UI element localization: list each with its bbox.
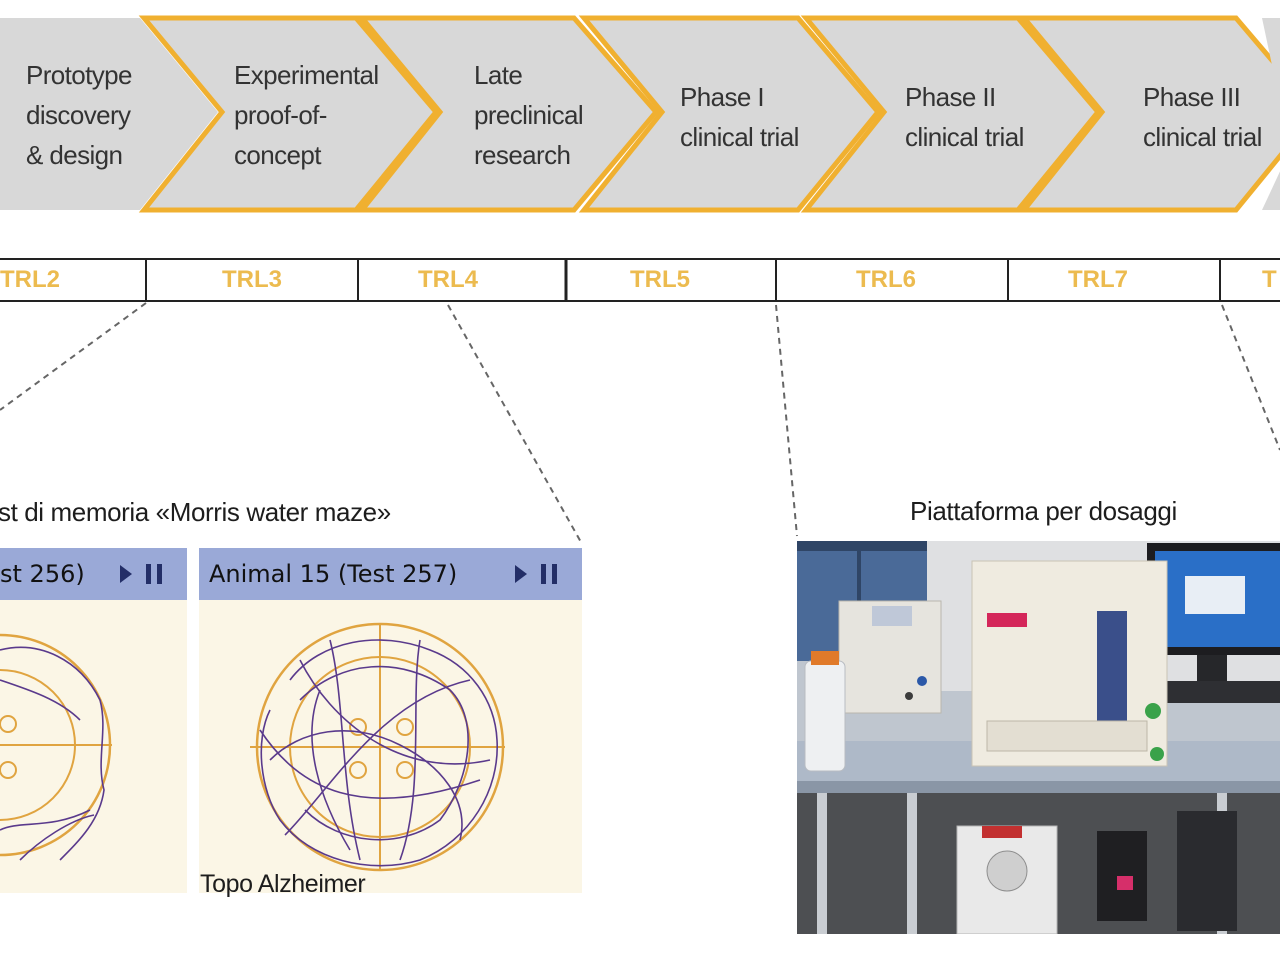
lab-photo-illustration	[797, 541, 1280, 934]
maze-panel-1-header: st 256)	[0, 548, 187, 600]
maze-plot-1	[0, 633, 112, 861]
pause-icon[interactable]	[146, 564, 162, 584]
play-icon[interactable]	[120, 565, 132, 583]
callout-line-trl6	[775, 304, 798, 537]
chevron-stage-6	[1018, 15, 1280, 213]
trl-cell-2: TRL2	[0, 266, 60, 293]
callout-line-trl4	[447, 304, 583, 545]
maze-panel-1-title: st 256)	[0, 560, 85, 588]
lab-photo	[797, 541, 1280, 934]
play-icon[interactable]	[515, 565, 527, 583]
subject-label: Topo Alzheimer	[200, 870, 366, 898]
chevron-stage-4	[578, 15, 882, 213]
chevron-stage-3	[356, 15, 660, 213]
callout-line-trl7	[1221, 304, 1280, 451]
maze-panel-2-title: Animal 15 (Test 257)	[209, 560, 458, 588]
stage-label-5: Phase II clinical trial	[905, 82, 1024, 152]
callout-line-trl3	[0, 302, 147, 411]
trl-cell-4: TRL4	[418, 266, 478, 293]
maze-panel-2-header: Animal 15 (Test 257)	[199, 548, 582, 600]
trl-cell-5: TRL5	[630, 266, 690, 293]
chevron-stage-1	[0, 18, 218, 210]
trl-cell-6: TRL6	[856, 266, 916, 293]
chevron-stage-5	[800, 15, 1102, 213]
stage-label-1: Prototype discovery & design	[26, 60, 132, 170]
stage-label-2: Experimental proof-of- concept	[234, 60, 379, 170]
chevron-stage-7	[1262, 18, 1280, 210]
lab-section-title: Piattaforma per dosaggi	[910, 496, 1177, 526]
trl-cell-7: TRL7	[1068, 266, 1128, 293]
stage-label-3: Late preclinical research	[474, 60, 584, 170]
maze-panel-1-bg	[0, 548, 187, 893]
maze-section-title: st di memoria «Morris water maze»	[0, 497, 391, 527]
stage-label-4: Phase I clinical trial	[680, 82, 799, 152]
trl-cell-3: TRL3	[222, 266, 282, 293]
stage-label-6: Phase III clinical trial	[1143, 82, 1262, 152]
chevron-stage-2	[138, 15, 440, 213]
trl-cell-8: T	[1262, 266, 1277, 293]
pause-icon[interactable]	[541, 564, 557, 584]
maze-plot-2	[250, 622, 505, 872]
